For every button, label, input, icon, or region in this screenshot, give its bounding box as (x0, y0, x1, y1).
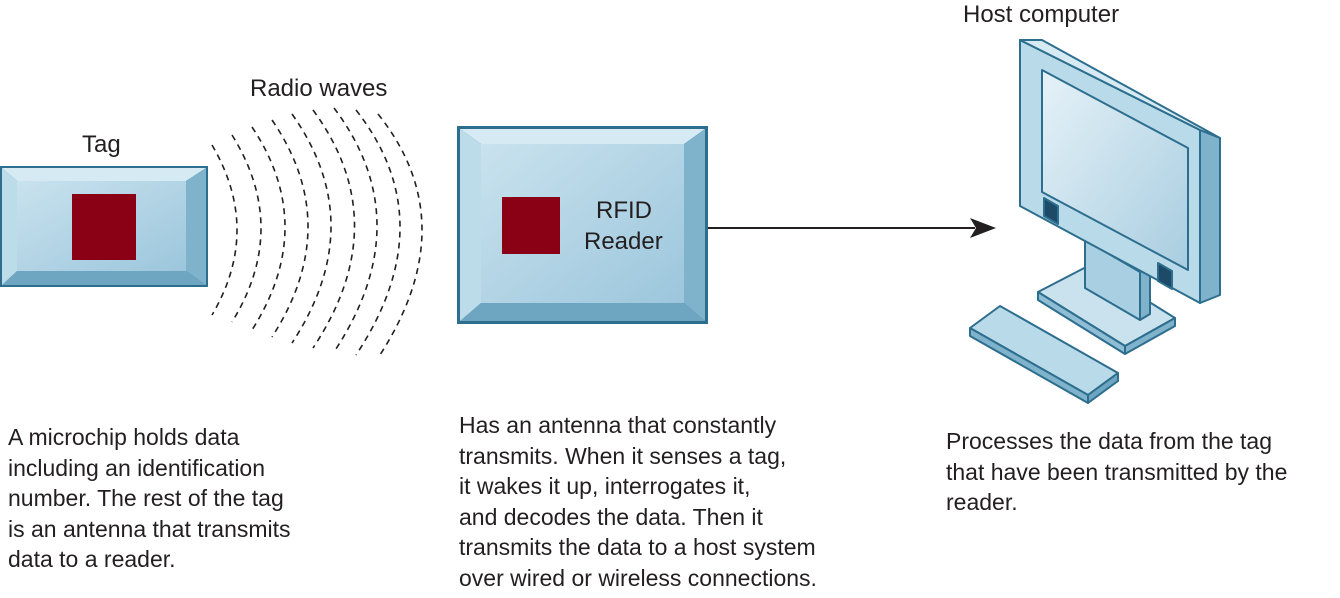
radio-waves-icon (211, 107, 423, 359)
host-description-line: Processes the data from the tag (946, 428, 1273, 454)
tag-description: A microchip holds data including an iden… (8, 422, 291, 575)
tag-description-line: A microchip holds data (8, 424, 240, 450)
tag-description-line: data to a reader. (8, 546, 176, 572)
reader-label-line2: Reader (584, 228, 663, 255)
rfid-reader-box (457, 126, 708, 324)
tag-label: Tag (82, 131, 121, 158)
reader-description-line: Has an antenna that constantly (459, 412, 777, 438)
tag-description-line: including an identification (8, 454, 266, 481)
reader-description-line: and decodes the data. Then it (459, 503, 763, 530)
reader-chip (502, 197, 560, 254)
reader-description-line: transmits. When it senses a tag, (459, 442, 787, 469)
tag-description-line: number. The rest of the tag (8, 485, 284, 511)
host-description: Processes the data from the tag that hav… (946, 426, 1287, 518)
host-description-line: reader. (946, 489, 1018, 515)
reader-description-line: it wakes it up, interrogates it, (459, 473, 751, 499)
reader-description-line: over wired or wireless connections. (459, 564, 817, 591)
host-computer-icon (1019, 39, 1221, 355)
reader-label-line1: RFID (596, 197, 652, 224)
host-description-line: that have been transmitted by the (946, 458, 1288, 485)
radio-waves-label: Radio waves (250, 75, 388, 102)
reader-description: Has an antenna that constantly transmits… (459, 410, 817, 593)
microchip (72, 194, 136, 260)
tag-description-line: is an antenna that transmits (8, 515, 291, 542)
host-computer-label: Host computer (963, 1, 1120, 28)
reader-description-line: transmits the data to a host system (459, 534, 816, 560)
arrow-icon (708, 218, 996, 238)
tag-box (0, 166, 208, 287)
keyboard-icon (969, 305, 1119, 404)
